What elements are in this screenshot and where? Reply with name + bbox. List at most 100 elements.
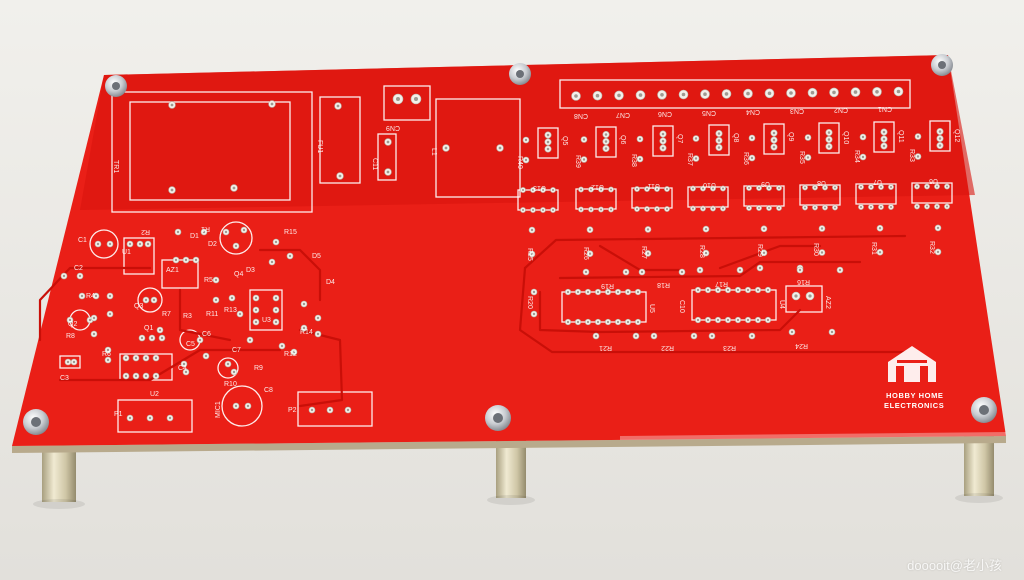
- label-az1: AZ1: [166, 267, 179, 274]
- label-u10: U10: [703, 181, 716, 188]
- watermark-text: dooooit@老小孩: [907, 558, 1002, 573]
- solder-pad-hole: [704, 227, 708, 231]
- solder-pad-hole: [798, 268, 802, 272]
- solder-pad-hole: [646, 252, 650, 255]
- solder-pad-hole: [574, 94, 578, 98]
- label-q8: Q8: [732, 133, 739, 142]
- solder-pad-hole: [777, 186, 781, 190]
- solder-pad-hole: [681, 92, 686, 97]
- standoff-posts: [33, 436, 1003, 509]
- solder-pad-hole: [756, 288, 760, 292]
- solder-pad-hole: [645, 207, 649, 211]
- solder-pad-hole: [202, 230, 206, 234]
- label-r33: R33: [908, 149, 915, 162]
- solder-pad-hole: [128, 242, 132, 246]
- solder-pad-hole: [140, 336, 144, 340]
- solder-pad-hole: [710, 334, 714, 338]
- label-d5: D5: [312, 253, 321, 260]
- solder-pad-hole: [144, 374, 148, 378]
- solder-pad-hole: [726, 318, 730, 322]
- label-c6: C6: [202, 331, 211, 338]
- solder-pad-hole: [758, 266, 762, 270]
- solder-pad-hole: [148, 416, 152, 420]
- solder-pad-hole: [692, 334, 696, 338]
- solder-pad-hole: [875, 90, 879, 94]
- solder-pad-hole: [68, 318, 72, 322]
- solder-pad-hole: [566, 290, 570, 294]
- solder-pad-hole: [661, 132, 665, 136]
- label-fu1: FU1: [316, 140, 323, 153]
- solder-pad-hole: [198, 338, 202, 342]
- solder-pad-hole: [747, 206, 751, 210]
- label-q4: Q4: [234, 271, 243, 278]
- solder-pad-hole: [915, 185, 919, 188]
- solder-pad-hole: [861, 155, 865, 159]
- solder-pad-hole: [646, 228, 650, 231]
- label-u1: U1: [122, 249, 131, 256]
- label-cn4: CN4: [746, 108, 760, 115]
- solder-pad-hole: [108, 312, 112, 316]
- solder-pad-hole: [270, 102, 274, 106]
- label-r3: R3: [183, 313, 192, 320]
- label-r11: R11: [206, 311, 218, 318]
- solder-pad-hole: [154, 374, 158, 378]
- solder-pad-hole: [184, 258, 188, 262]
- solder-pad-hole: [154, 356, 158, 360]
- solder-pad-hole: [238, 312, 242, 316]
- solder-pad-hole: [170, 188, 174, 192]
- label-cn6: CN6: [658, 110, 672, 117]
- solder-pad-hole: [777, 206, 781, 210]
- solder-pad-hole: [609, 188, 613, 191]
- solder-pad-hole: [711, 187, 715, 190]
- solder-pad-hole: [878, 251, 882, 254]
- solder-pad-hole: [706, 288, 710, 292]
- solder-pad-hole: [789, 91, 793, 95]
- solder-pad-hole: [636, 320, 640, 324]
- label-r18: R18: [657, 281, 670, 288]
- solder-pad-hole: [794, 294, 798, 298]
- solder-pad-hole: [224, 230, 228, 234]
- solder-pad-hole: [270, 260, 274, 264]
- solder-pad-hole: [696, 318, 700, 322]
- label-r19: R19: [601, 282, 614, 289]
- solder-pad-hole: [746, 288, 750, 292]
- solder-pad-hole: [945, 185, 949, 188]
- label-r27: R27: [640, 246, 647, 259]
- solder-pad-hole: [606, 320, 610, 324]
- solder-pad-hole: [694, 157, 698, 160]
- label-c1: C1: [78, 237, 87, 244]
- label-q11: Q11: [897, 130, 904, 143]
- solder-pad-hole: [859, 205, 863, 209]
- solder-pad-hole: [838, 268, 842, 272]
- label-r36: R36: [742, 152, 749, 165]
- solder-pad-hole: [589, 208, 593, 211]
- solder-pad-hole: [665, 187, 669, 191]
- label-r26: R26: [582, 247, 589, 260]
- solder-pad-hole: [896, 89, 901, 94]
- solder-pad-hole: [626, 290, 630, 294]
- label-r5: R5: [204, 277, 213, 284]
- solder-pad-hole: [736, 288, 740, 292]
- solder-pad-hole: [596, 290, 600, 294]
- solder-pad-hole: [444, 146, 448, 150]
- solder-pad-hole: [936, 226, 940, 230]
- label-q3: Q3: [134, 303, 143, 310]
- solder-pad-hole: [859, 185, 863, 189]
- solder-pad-hole: [242, 228, 246, 232]
- solder-pad-hole: [124, 374, 128, 378]
- solder-pad-hole: [721, 187, 725, 190]
- solder-pad-hole: [124, 356, 128, 360]
- label-r16: R16: [797, 278, 810, 285]
- solder-pad-hole: [916, 155, 920, 158]
- solder-pad-hole: [530, 228, 534, 232]
- solder-pad-hole: [767, 91, 772, 96]
- solder-pad-hole: [176, 230, 180, 234]
- solder-pad-hole: [717, 139, 721, 142]
- solder-pad-hole: [680, 270, 684, 274]
- solder-pad-hole: [717, 146, 721, 149]
- solder-pad-hole: [652, 334, 656, 338]
- copper-traces: [38, 234, 908, 408]
- solder-pad-hole: [108, 294, 112, 298]
- solder-pad-hole: [915, 205, 919, 208]
- logo-line2: ELECTRONICS: [884, 401, 944, 410]
